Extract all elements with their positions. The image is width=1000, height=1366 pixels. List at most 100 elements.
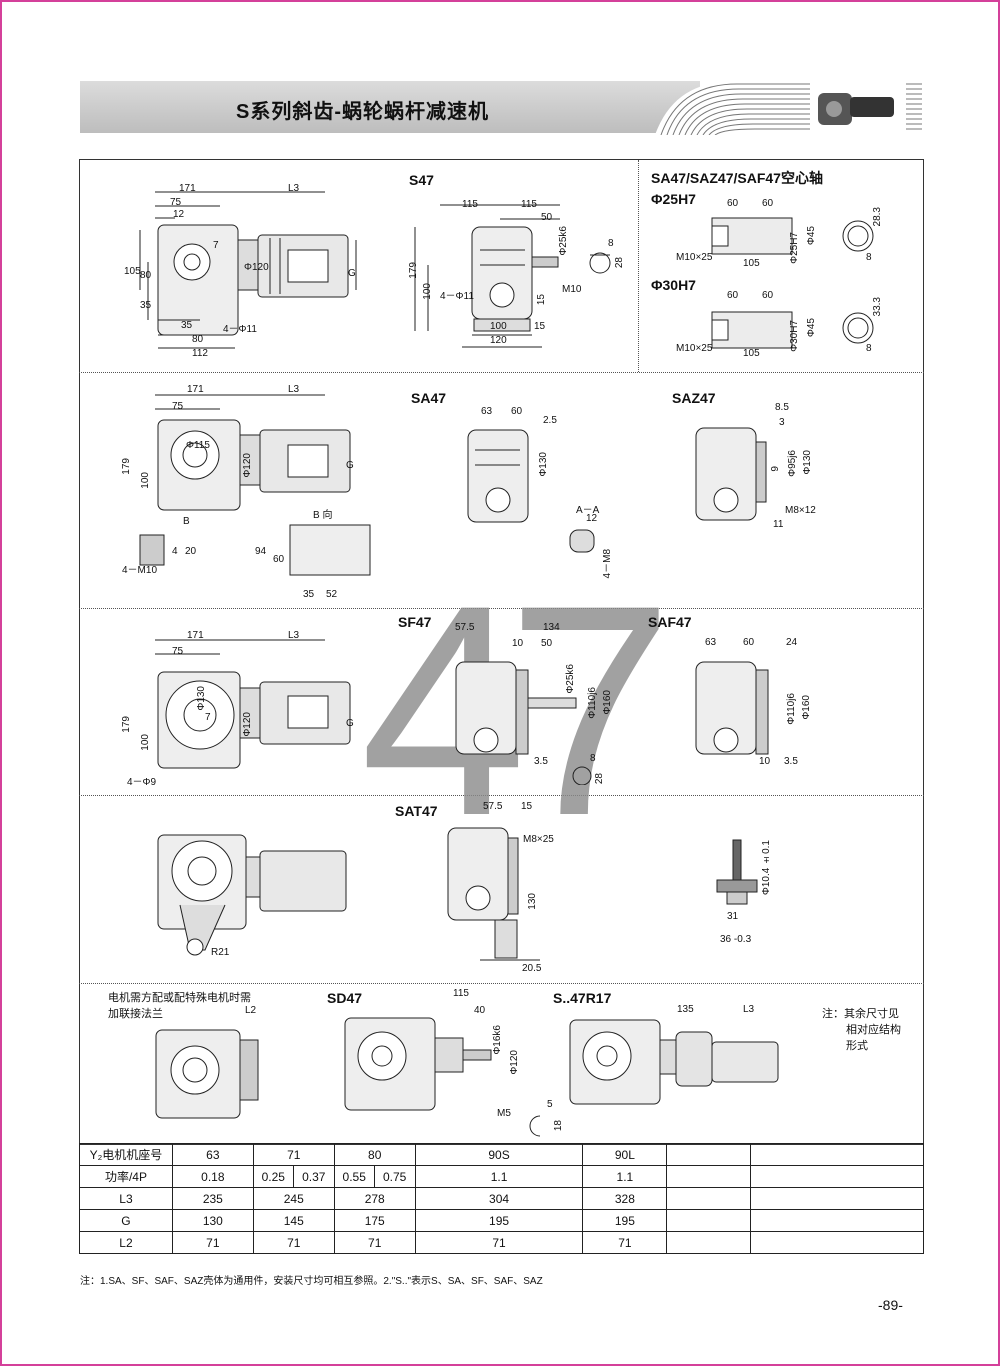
dim-label: L3 [288, 630, 300, 641]
page-title: S系列斜齿-蜗轮蜗杆减速机 [236, 101, 489, 123]
dim-label: 57.5 [455, 622, 475, 633]
dim-label: 8.5 [775, 402, 789, 413]
dim-label: 60 [511, 406, 523, 417]
dim-label: G [346, 718, 354, 729]
dim-label: 115 [453, 988, 469, 999]
dim-label: 135 [677, 1004, 694, 1015]
table-cell: 235 [171, 1187, 254, 1210]
dim-label: M10×25 [676, 252, 713, 263]
dim-label: 94 [255, 546, 267, 557]
dim-label: Φ110j6 [786, 693, 797, 725]
dim-label: 18 [553, 1120, 564, 1132]
dim-label: 75 [170, 197, 182, 208]
sd47-drawing [340, 1010, 540, 1140]
sat47-side-drawing [150, 825, 360, 975]
dim-label: 52 [326, 589, 338, 600]
table-cell: 90L [582, 1143, 668, 1166]
dim-label: 100 [490, 321, 507, 332]
dim-label: 10 [512, 638, 524, 649]
dim-label: 9 [770, 466, 781, 472]
dim-label: Φ120 [242, 453, 253, 478]
dim-label: 3.5 [784, 756, 798, 767]
table-cell: G [79, 1209, 173, 1232]
side-note: 注：其余尺寸见 相对应结构 形式 [822, 1006, 901, 1054]
dim-label: 12 [586, 513, 598, 524]
dim-label: 28.3 [872, 207, 883, 227]
table-cell: 0.18 [171, 1165, 254, 1188]
dim-label: 35 [140, 300, 152, 311]
table-cell: 0.37 [292, 1165, 335, 1188]
note-line: 相对应结构 [846, 1024, 901, 1036]
dim-label: Φ120 [242, 712, 253, 737]
dim-label: 100 [422, 283, 433, 300]
model-label-s47: S47 [409, 172, 434, 188]
dim-label: Φ45 [806, 318, 817, 338]
dim-label: Φ45 [806, 226, 817, 246]
dim-label: G [348, 268, 356, 279]
dim-label: Φ25k6 [558, 226, 569, 256]
dim-label: 105 [124, 266, 141, 277]
dim-label: 4－Φ9 [127, 777, 157, 788]
dim-label: 8 [866, 343, 872, 354]
dim-label: 5 [547, 1099, 553, 1110]
dim-label: Φ110j6 [587, 687, 598, 719]
dim-label: Φ130 [802, 450, 813, 475]
dim-label: Φ16k6 [492, 1025, 503, 1055]
model-label-hollow-shaft: SA47/SAZ47/SAF47空心轴 [651, 170, 823, 186]
dim-label: 28 [594, 773, 605, 785]
sa47-front-drawing [460, 420, 620, 590]
dim-label: 35 [303, 589, 315, 600]
table-cell: 195 [414, 1209, 584, 1232]
page-number: -89- [878, 1297, 903, 1313]
model-label-sat47: SAT47 [395, 803, 438, 819]
dim-label: 35 [181, 320, 193, 331]
dim-label: G [346, 460, 354, 471]
dim-label: 4－Φ11 [223, 324, 257, 335]
dim-label: 36 -0.3 [720, 934, 752, 945]
model-label-sd47: SD47 [327, 990, 363, 1006]
table-cell: 71 [252, 1231, 335, 1254]
table-cell: 90S [414, 1143, 584, 1166]
subtitle-bore-30: Φ30H7 [651, 277, 696, 293]
dim-label: Φ25H7 [789, 232, 800, 264]
dim-label: Φ130 [538, 452, 549, 477]
table-cell: 278 [333, 1187, 416, 1210]
gear-motor-thumbnail [810, 83, 906, 131]
table-cell: 功率/4P [79, 1165, 173, 1188]
table-cell: 0.75 [373, 1165, 416, 1188]
s47r17-drawing [565, 1012, 795, 1112]
table-cell [750, 1187, 924, 1210]
saf47-front-drawing [690, 650, 820, 770]
note-line: 注：其余尺寸见 [822, 1008, 899, 1020]
dim-label: 105 [743, 258, 760, 269]
table-cell: Y₂电机机座号 [79, 1143, 173, 1166]
table-row: 功率/4P 0.18 0.25 0.37 0.55 0.75 1.1 1.1 [79, 1165, 924, 1188]
dim-label: Φ30H7 [789, 320, 800, 352]
table-cell: L2 [79, 1231, 173, 1254]
dim-label: 63 [481, 406, 493, 417]
s47-side-drawing [120, 180, 380, 365]
dim-label: 75 [172, 646, 184, 657]
dim-label: 80 [140, 270, 152, 281]
table-cell: 1.1 [582, 1165, 668, 1188]
dim-label: 60 [727, 290, 739, 301]
sf47-front-drawing [450, 650, 620, 785]
table-cell: 304 [414, 1187, 584, 1210]
table-cell: 145 [252, 1209, 335, 1232]
dim-label: 115 [462, 199, 478, 210]
table-cell [750, 1231, 924, 1254]
table-cell [750, 1165, 924, 1188]
dim-label: Φ115 [186, 440, 210, 451]
table-cell: 328 [582, 1187, 668, 1210]
table-cell: 0.55 [333, 1165, 375, 1188]
dim-label: L3 [288, 183, 300, 194]
dim-label: 8 [866, 252, 872, 263]
sf47-side-drawing [120, 630, 380, 790]
s47-front-drawing [410, 195, 635, 355]
dim-label: Φ25k6 [565, 664, 576, 694]
table-cell: 130 [171, 1209, 254, 1232]
dim-label: 112 [192, 348, 208, 359]
dim-label: 15 [536, 294, 547, 306]
dim-label: 8 [590, 753, 596, 764]
